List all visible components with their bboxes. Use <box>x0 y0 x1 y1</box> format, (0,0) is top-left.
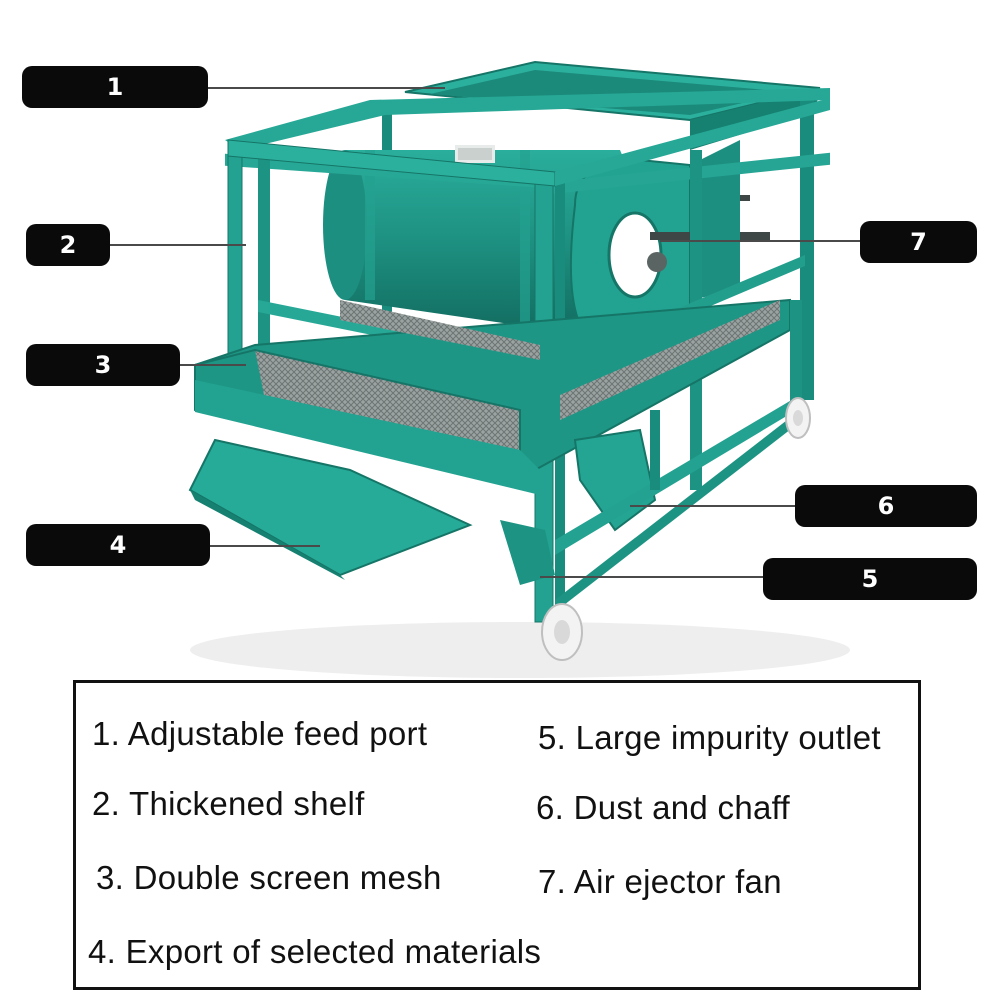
wheel-rear <box>785 397 811 439</box>
top-frame <box>225 88 830 150</box>
leader-line-1 <box>205 87 445 89</box>
leader-line-6 <box>630 505 795 507</box>
ground-shadow <box>190 622 850 678</box>
leader-line-2 <box>108 244 246 246</box>
wheel-front <box>541 603 583 661</box>
legend-item-1: 1. Adjustable feed port <box>92 715 428 752</box>
grain-cleaner-machine-illustration <box>188 60 850 678</box>
callout-label-3: 3 <box>26 344 180 386</box>
selected-material-outlet <box>188 438 473 577</box>
leader-line-3 <box>178 364 246 366</box>
legend-box: 1. Adjustable feed port 2. Thickened she… <box>73 680 921 990</box>
callout-label-6: 6 <box>795 485 977 527</box>
large-impurity-outlet <box>500 520 555 585</box>
leader-line-7 <box>660 240 862 242</box>
legend-item-7: 7. Air ejector fan <box>538 863 782 900</box>
callout-label-1: 1 <box>22 66 208 108</box>
legend-item-5: 5. Large impurity outlet <box>538 719 881 756</box>
legend-item-3: 3. Double screen mesh <box>96 859 442 896</box>
callout-label-7: 7 <box>860 221 977 263</box>
callout-label-5: 5 <box>763 558 977 600</box>
leader-line-5 <box>540 576 765 578</box>
leader-line-4 <box>208 545 320 547</box>
callout-label-4: 4 <box>26 524 210 566</box>
front-post-left <box>227 141 243 358</box>
callout-label-2: 2 <box>26 224 110 266</box>
rear-post-right <box>800 100 814 400</box>
legend-item-2: 2. Thickened shelf <box>92 785 365 822</box>
legend-item-6: 6. Dust and chaff <box>536 789 790 826</box>
legend-item-4: 4. Export of selected materials <box>88 933 542 970</box>
